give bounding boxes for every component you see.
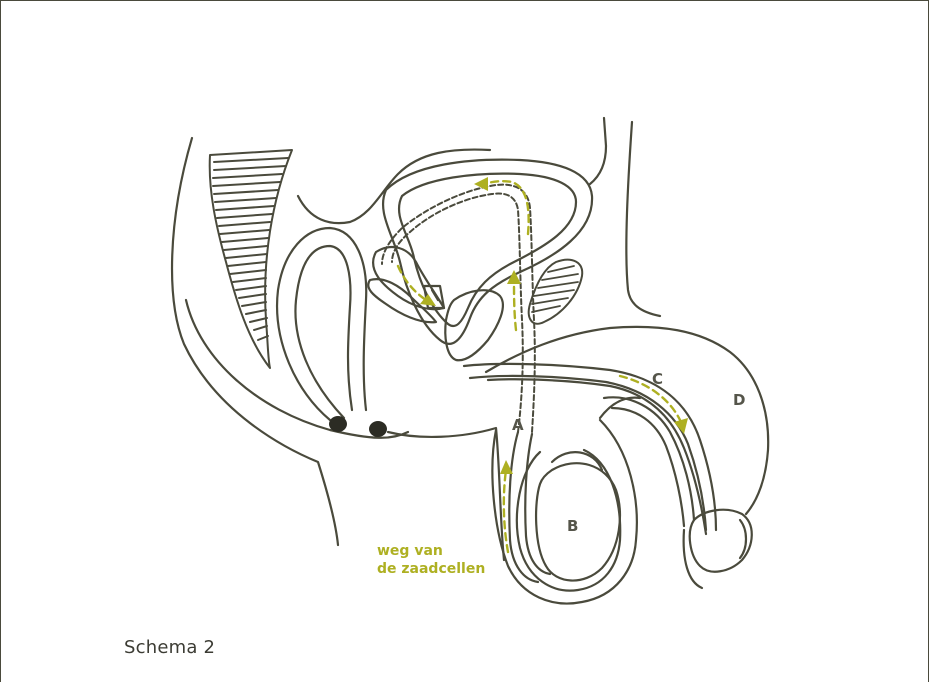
pubic-bone (529, 260, 582, 324)
perineum-outline (298, 150, 490, 224)
vas-deferens (382, 185, 535, 432)
label-a: A (512, 416, 524, 434)
pubic-bone-hatching (532, 266, 578, 312)
back-outline-inner (186, 300, 408, 438)
arrowhead-vesicle (420, 294, 436, 306)
sperm-route (398, 181, 680, 552)
label-d: D (733, 391, 745, 409)
anal-sphincter-right (369, 421, 387, 437)
label-b: B (567, 517, 578, 535)
glans-tip (740, 520, 746, 558)
figure-caption: Schema 2 (124, 637, 215, 658)
route-bladder-top (484, 181, 529, 234)
perineum-lower (388, 428, 504, 560)
penis-outer-upper (486, 327, 768, 514)
route-duct (514, 280, 516, 330)
route-label-line1: weg van (377, 543, 443, 559)
sperm-route-arrowheads (420, 177, 688, 474)
glans (690, 510, 752, 572)
label-c: C (652, 370, 663, 388)
route-scrotum (504, 470, 508, 552)
route-label-line2: de zaadcellen (377, 561, 485, 577)
foreskin (684, 530, 702, 588)
front-body-line (626, 122, 660, 316)
abdominal-wall (590, 118, 606, 184)
anal-sphincter-left (329, 416, 347, 432)
